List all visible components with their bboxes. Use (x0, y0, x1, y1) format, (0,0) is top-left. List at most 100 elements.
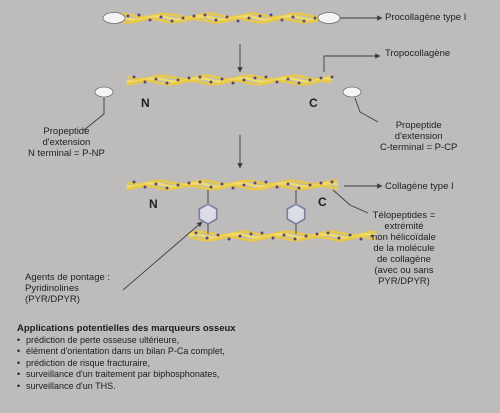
procollagen-fiber (120, 12, 327, 24)
crosslink-dot (319, 181, 323, 185)
list-item: prédiction de perte osseuse ultérieure, (17, 335, 236, 347)
label-propeptide-c: Propeptide d'extension C-terminal = P-CP (380, 120, 458, 153)
label-collagene: Collagène type I (385, 181, 454, 192)
crosslink-dot (176, 78, 180, 82)
fiber-strand (120, 17, 327, 24)
crosslink-dot (330, 180, 334, 184)
leader-propeptide-c (354, 97, 379, 123)
crosslink-dot (348, 233, 352, 237)
crosslink-dot (319, 76, 323, 80)
pyridinoline-ring-left (198, 203, 218, 225)
crosslink-dot (297, 81, 301, 85)
crosslink-dot (137, 13, 141, 17)
tropocollagen-fiber (126, 74, 334, 86)
crosslink-dot (313, 16, 317, 20)
crosslink-dot (286, 182, 290, 186)
crosslink-dot (275, 185, 279, 189)
crosslink-dot (203, 13, 207, 17)
leader-telopeptides (332, 189, 369, 214)
crosslink-dot (275, 80, 279, 84)
crosslink-dot (249, 232, 253, 236)
crosslink-dot (308, 183, 312, 187)
crosslink-dot (260, 231, 264, 235)
arrow-tropocollagene (323, 53, 381, 72)
crosslink-dot (187, 76, 191, 80)
crosslink-dot (236, 19, 240, 23)
crosslink-dot (269, 13, 273, 17)
crosslink-dot (253, 181, 257, 185)
crosslink-dot (176, 183, 180, 187)
crosslink-dot (216, 233, 220, 237)
crosslink-dot (159, 15, 163, 19)
free-c-propeptide (342, 86, 362, 98)
crosslink-dot (286, 77, 290, 81)
collagen-fiber-bottom (188, 230, 377, 242)
list-item: surveillance d'un traitement par biphosp… (17, 369, 236, 381)
applications-list: prédiction de perte osseuse ultérieure, … (17, 335, 236, 393)
crosslink-dot (315, 232, 319, 236)
fiber-strand (188, 232, 377, 240)
applications-title: Applications potentielles des marqueurs … (17, 323, 236, 334)
crosslink-dot (280, 18, 284, 22)
crosslink-dot (165, 81, 169, 85)
crosslink-dot (304, 234, 308, 238)
crosslink-dot (247, 16, 251, 20)
crosslink-dot (302, 19, 306, 23)
crosslink-dot (165, 186, 169, 190)
pyridinoline-ring-right (286, 203, 306, 225)
fiber-strand (126, 184, 339, 191)
crosslink-dot (359, 237, 363, 241)
crosslink-dot (370, 234, 374, 238)
crosslink-dot (242, 183, 246, 187)
n-propeptide-globule (102, 12, 126, 24)
list-item: élément d'orientation dans un bilan P-Ca… (17, 346, 236, 358)
collagen-fiber-top (126, 179, 339, 191)
label-n-terminal-2: N (149, 197, 158, 211)
crosslink-dot (337, 236, 341, 240)
list-item: prédiction de risque fracturaire, (17, 358, 236, 370)
crosslink-dot (220, 77, 224, 81)
crosslink-dot (143, 185, 147, 189)
fiber-strand (126, 74, 333, 81)
crosslink-dot (227, 237, 231, 241)
fiber-strand (188, 230, 377, 237)
crosslink-dot (192, 14, 196, 18)
crosslink-dot (253, 76, 257, 80)
crosslink-dot (198, 75, 202, 79)
crosslink-dot (242, 78, 246, 82)
crosslink-dot (330, 75, 334, 79)
crosslink-dot (326, 231, 330, 235)
crosslink-dot (209, 185, 213, 189)
label-c-terminal-2: C (318, 195, 327, 209)
label-tropocollagene: Tropocollagène (385, 48, 451, 59)
crosslink-dot (126, 14, 130, 18)
crosslink-dot (132, 180, 136, 184)
crosslink-dot (231, 186, 235, 190)
crosslink-dot (181, 16, 185, 20)
crosslink-dot (187, 181, 191, 185)
label-propeptide-n: Propeptide d'extension N terminal = P-NP (28, 126, 105, 159)
crosslink-dot (293, 237, 297, 241)
crosslink-dot (209, 80, 213, 84)
fiber-strand (126, 79, 333, 86)
crosslink-dot (170, 19, 174, 23)
list-item: surveillance d'un THS. (17, 381, 236, 393)
crosslink-dot (198, 180, 202, 184)
crosslink-dot (154, 77, 158, 81)
crosslink-dot (231, 81, 235, 85)
crosslink-dot (264, 75, 268, 79)
label-telopeptides: Télopeptides = extrémité non hélicoïdale… (372, 210, 436, 287)
crosslink-dot (214, 18, 218, 22)
crosslink-dot (194, 231, 198, 235)
crosslink-dot (238, 234, 242, 238)
leader-agents-pontage (122, 221, 203, 291)
crosslink-dot (154, 182, 158, 186)
crosslink-dot (225, 15, 229, 19)
crosslink-dot (258, 14, 262, 18)
crosslink-dot (308, 78, 312, 82)
label-c-terminal-1: C (309, 96, 318, 110)
free-n-propeptide (94, 86, 114, 98)
crosslink-dot (205, 236, 209, 240)
